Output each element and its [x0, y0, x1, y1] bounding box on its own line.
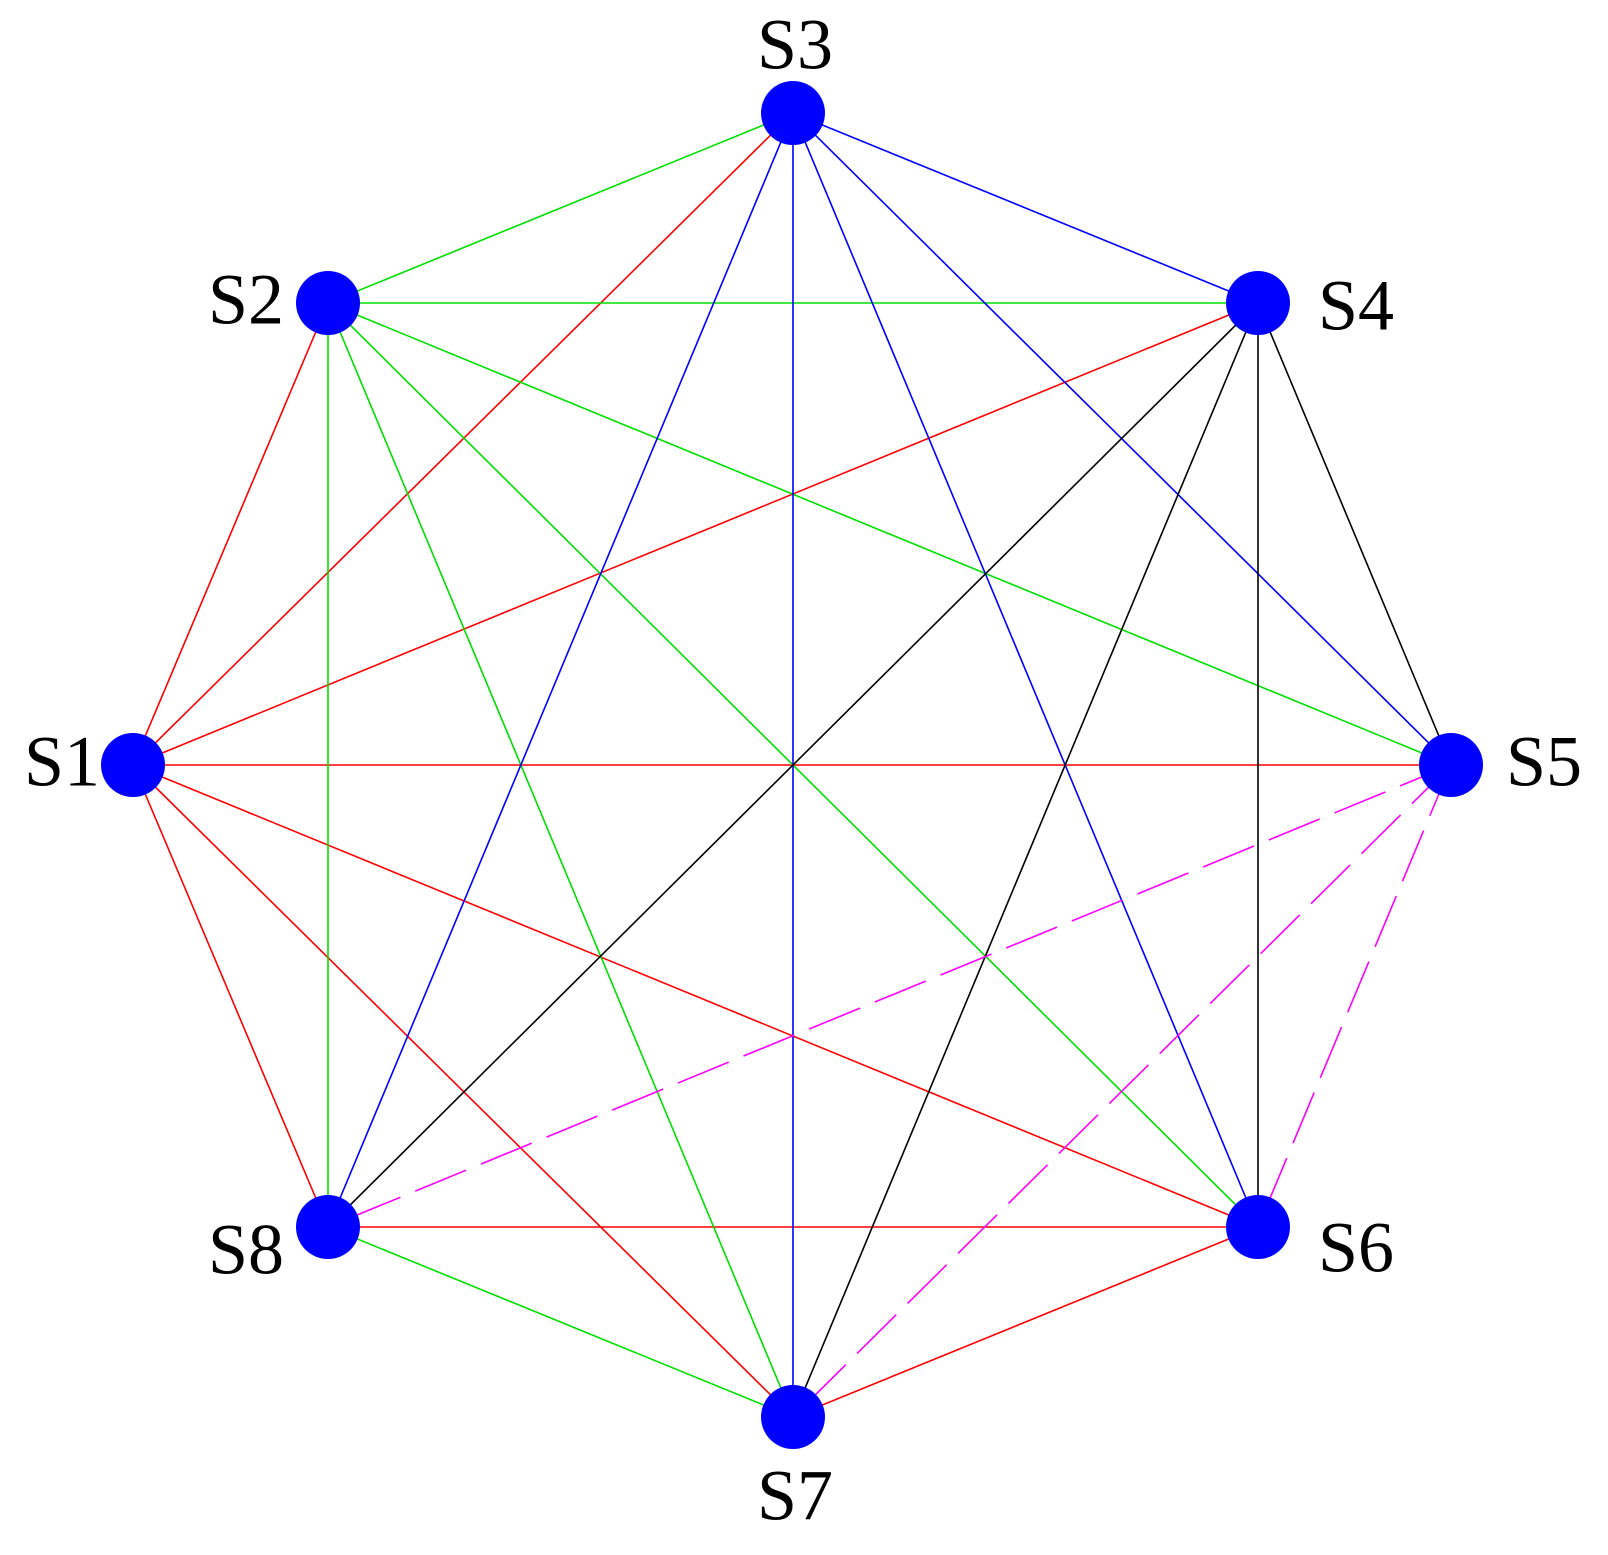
nodes-layer [101, 81, 1483, 1449]
edge-s5-s6 [1257, 764, 1452, 1228]
node-s7 [761, 1385, 825, 1449]
edge-s1-s4 [132, 302, 1259, 766]
edge-s7-s6 [792, 1226, 1259, 1418]
edge-s3-s6 [792, 112, 1259, 1228]
node-s3 [761, 81, 825, 145]
node-s8 [296, 1195, 360, 1259]
edge-s1-s8 [132, 764, 329, 1228]
edge-s2-s7 [327, 302, 794, 1418]
edge-s8-s7 [327, 1226, 794, 1418]
node-label-s2: S2 [208, 260, 284, 340]
node-label-s8: S8 [208, 1210, 284, 1290]
node-s6 [1226, 1195, 1290, 1259]
node-label-s5: S5 [1506, 722, 1582, 802]
node-label-s6: S6 [1318, 1208, 1394, 1288]
node-s4 [1226, 271, 1290, 335]
edge-s1-s7 [132, 764, 794, 1418]
node-label-s7: S7 [757, 1456, 833, 1536]
edge-s1-s2 [132, 302, 329, 766]
edge-s4-s7 [792, 302, 1259, 1418]
node-label-s1: S1 [24, 722, 100, 802]
edge-s3-s4 [792, 112, 1259, 304]
edge-s4-s8 [327, 302, 1259, 1228]
edge-s5-s8 [327, 764, 1452, 1228]
node-label-s4: S4 [1318, 266, 1394, 346]
node-s5 [1419, 733, 1483, 797]
edges-layer [132, 112, 1452, 1418]
edge-s4-s5 [1257, 302, 1452, 766]
edge-s5-s7 [792, 764, 1452, 1418]
edge-s3-s8 [327, 112, 794, 1228]
edge-s2-s5 [327, 302, 1452, 766]
node-s1 [101, 733, 165, 797]
node-label-s3: S3 [757, 5, 833, 85]
edge-s1-s3 [132, 112, 794, 766]
edge-s1-s6 [132, 764, 1259, 1228]
edge-s2-s3 [327, 112, 794, 304]
node-s2 [296, 271, 360, 335]
